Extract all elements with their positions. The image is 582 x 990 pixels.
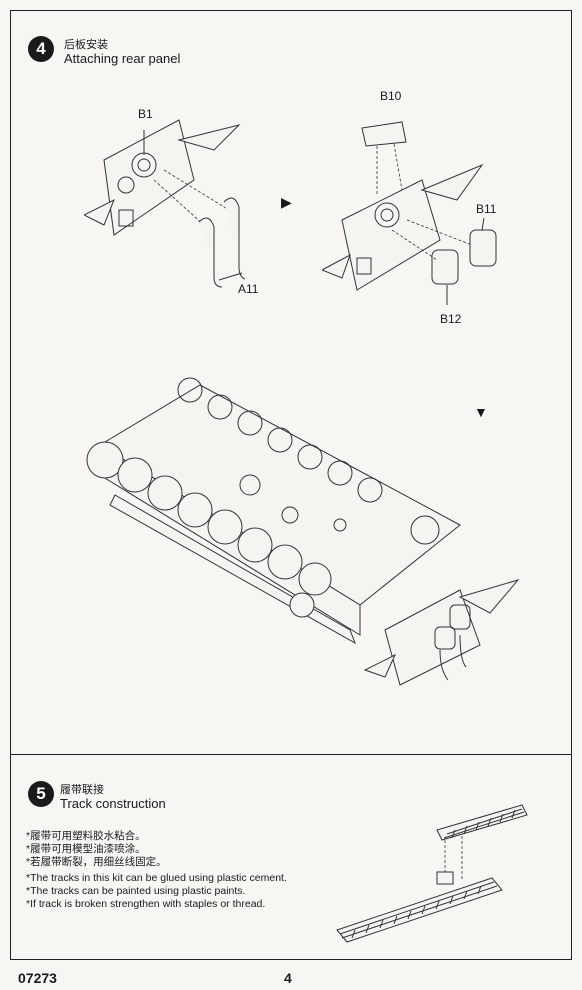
part-b11 (469, 229, 497, 267)
label-a11: A11 (238, 282, 259, 296)
kit-code: 07273 (18, 970, 57, 986)
rear-box-2 (356, 257, 372, 275)
step-5-title-zh: 履带联接 (60, 784, 104, 796)
section-divider (10, 754, 572, 755)
rear-panel-plate-2 (341, 179, 441, 291)
exhaust-pipe-right (223, 197, 246, 280)
fender-left (84, 198, 115, 226)
hub-circle-small (117, 176, 135, 194)
step-4-badge: 4 (28, 36, 54, 62)
note-zh-1: *履带可用塑料胶水粘合。 (26, 830, 146, 842)
fender-installed-left (363, 653, 397, 678)
hatch-circle (239, 474, 261, 496)
label-b12: B12 (440, 312, 462, 326)
rear-panel-installed (384, 589, 481, 686)
part-b12-installed (434, 626, 456, 650)
hub-circle-2 (374, 202, 400, 228)
fender-left-2 (322, 253, 351, 279)
step-5-title-en: Track construction (60, 796, 166, 811)
arrow-down-icon: ▼ (474, 404, 488, 420)
page-frame (10, 10, 572, 960)
page-number: 4 (284, 970, 292, 986)
note-zh-2: *履带可用模型油漆喷涂。 (26, 843, 146, 856)
step-4-title-en: Attaching rear panel (64, 51, 181, 66)
note-zh-3: *若履带断裂，用细丝线固定。 (26, 856, 167, 869)
part-b10 (361, 121, 407, 147)
track-link-upper-run (436, 804, 528, 841)
fender-installed-right (458, 579, 520, 614)
pointer-a11 (218, 272, 243, 281)
note-en-3: *If track is broken strengthen with stap… (26, 898, 266, 911)
step-4-number: 4 (36, 39, 46, 58)
note-en-1: *The tracks in this kit can be glued usi… (26, 871, 287, 884)
arrow-right-icon: ▶ (281, 194, 292, 210)
track-notes: *履带可用塑料胶水粘合。 *履带可用模型油漆喷涂。 *若履带断裂，用细丝线固定。… (26, 830, 287, 911)
exhaust-pipe-left (198, 217, 223, 288)
hatch-circle-3 (333, 518, 347, 532)
pointer-b11 (481, 217, 485, 231)
rear-panel-plate (103, 119, 195, 236)
rear-panel-left-diagram (84, 119, 246, 288)
track-link-lower-run (336, 877, 503, 943)
step-5-number: 5 (36, 784, 46, 803)
exhaust-installed-2 (459, 634, 467, 668)
hub-circle-2-inner (380, 208, 394, 222)
track-links-diagram (336, 804, 528, 943)
exhaust-installed (439, 649, 449, 681)
b10-guide-line-2 (393, 143, 403, 191)
fender-right-2 (420, 163, 484, 201)
hub-circle-inner (137, 158, 151, 172)
hull-assembly-diagram (86, 377, 520, 686)
track-link-detail (436, 871, 454, 885)
fender-right (177, 124, 241, 151)
step-4-title-zh: 后板安装 (64, 39, 108, 51)
exhaust-guide-lines (153, 169, 230, 226)
label-b1: B1 (138, 107, 153, 121)
road-wheels-front-row (86, 441, 332, 618)
step-5-badge: 5 (28, 781, 54, 807)
part-b12 (431, 249, 459, 285)
note-en-2: *The tracks can be painted using plastic… (26, 884, 246, 897)
road-wheels-back-row (177, 377, 440, 545)
rear-box (118, 209, 134, 227)
hatch-circle-2 (281, 506, 299, 524)
label-b10: B10 (380, 89, 402, 103)
part-b11-installed (449, 604, 471, 630)
b11-b12-guide-lines (391, 219, 473, 261)
label-b11: B11 (476, 202, 497, 216)
rear-panel-right-diagram (322, 121, 497, 305)
